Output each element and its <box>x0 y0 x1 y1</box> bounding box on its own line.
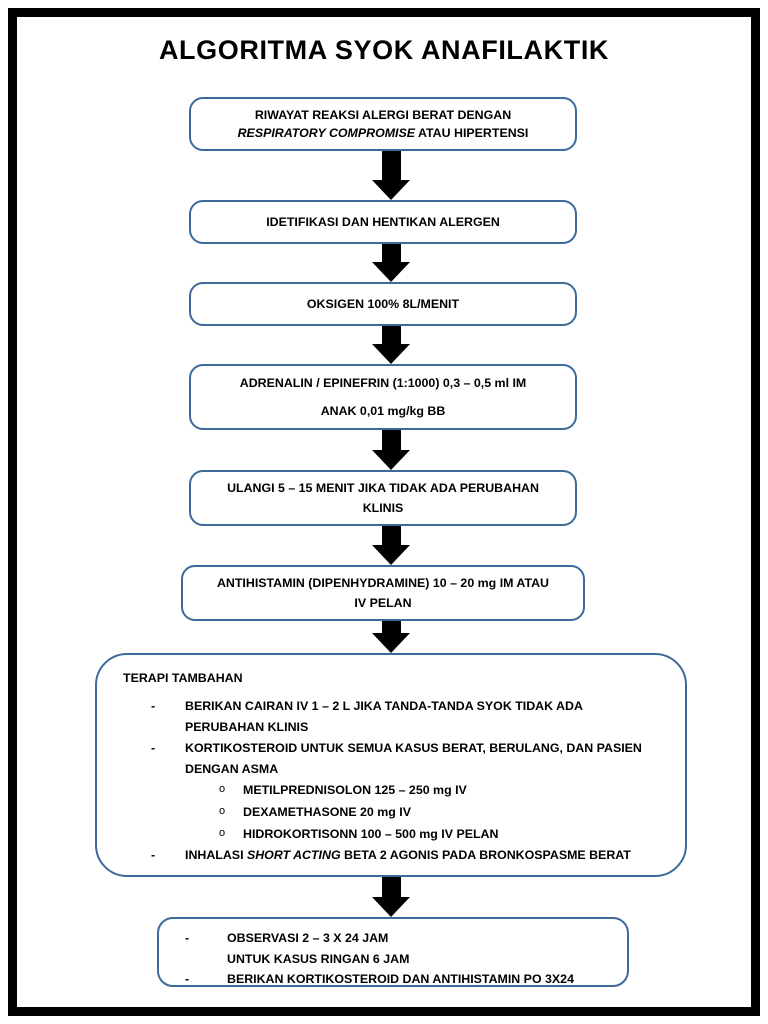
node-oksigen[interactable]: OKSIGEN 100% 8L/MENIT <box>189 282 577 326</box>
terapi-bullet-cairan-iv-line-2: PERUBAHAN KLINIS <box>185 720 309 734</box>
node-riwayat-line-2-rest: ATAU HIPERTENSI <box>415 126 529 140</box>
sub-bullet-marker: o <box>219 805 226 817</box>
arrow-oksigen-to-adrenalin <box>17 326 751 364</box>
node-oksigen-line-1: OKSIGEN 100% 8L/MENIT <box>306 296 460 311</box>
arrow-ulangi-to-antihistamin <box>17 526 751 565</box>
terapi-bullet-kortikosteroid-line-1: KORTIKOSTEROID UNTUK SEMUA KASUS BERAT, … <box>185 741 642 755</box>
terapi-bullet-inhalasi: - INHALASI SHORT ACTING BETA 2 AGONIS PA… <box>151 848 665 862</box>
bullet-marker: - <box>185 931 190 945</box>
node-adrenalin-line-1: ADRENALIN / EPINEFRIN (1:1000) 0,3 – 0,5… <box>239 375 527 390</box>
terapi-tambahan-heading: TERAPI TAMBAHAN <box>123 671 243 685</box>
terapi-bullet-inhalasi-suffix: BETA 2 AGONIS PADA BRONKOSPASME BERAT <box>340 848 631 862</box>
terapi-bullet-cairan-iv: - BERIKAN CAIRAN IV 1 – 2 L JIKA TANDA-T… <box>151 699 665 734</box>
arrow-head <box>372 344 410 364</box>
arrow-shaft <box>381 526 401 545</box>
node-riwayat-reaksi-alergi[interactable]: RIWAYAT REAKSI ALERGI BERAT DENGAN RESPI… <box>189 97 577 151</box>
terapi-bullet-kortikosteroid-line-2: DENGAN ASMA <box>185 762 279 776</box>
terapi-bullet-kortikosteroid-text: KORTIKOSTEROID UNTUK SEMUA KASUS BERAT, … <box>185 741 665 776</box>
arrow-head <box>372 633 410 653</box>
node-antihistamin-line-2: IV PELAN <box>354 596 412 610</box>
arrow-head <box>372 180 410 200</box>
node-ulangi-line-2: KLINIS <box>362 501 404 515</box>
arrow-head <box>372 545 410 565</box>
arrow-head <box>372 450 410 470</box>
arrow-shaft <box>381 430 401 450</box>
node-adrenalin-line-2: ANAK 0,01 mg/kg BB <box>320 404 446 418</box>
terapi-sub-bullet-hidrokortison-text: HIDROKORTISONN 100 – 500 mg IV PELAN <box>243 827 499 841</box>
arrow-head <box>372 262 410 282</box>
observasi-bullet-kortikosteroid: - BERIKAN KORTIKOSTEROID DAN ANTIHISTAMI… <box>185 972 613 986</box>
arrow-riwayat-to-identifikasi <box>17 151 751 200</box>
terapi-sub-bullet-hidrokortison: o HIDROKORTISONN 100 – 500 mg IV PELAN <box>219 827 665 841</box>
sub-bullet-marker: o <box>219 827 226 839</box>
arrow-antihistamin-to-terapi <box>17 621 751 653</box>
sub-bullet-marker: o <box>219 783 226 795</box>
node-identifikasi-line-1: IDETIFIKASI DAN HENTIKAN ALERGEN <box>266 214 500 229</box>
node-ulangi-line-1: ULANGI 5 – 15 MENIT JIKA TIDAK ADA PERUB… <box>227 480 539 495</box>
terapi-bullet-inhalasi-prefix: INHALASI <box>185 848 247 862</box>
arrow-head <box>372 897 410 917</box>
node-riwayat-line-1: RIWAYAT REAKSI ALERGI BERAT DENGAN <box>254 107 512 122</box>
terapi-bullet-cairan-iv-line-1: BERIKAN CAIRAN IV 1 – 2 L JIKA TANDA-TAN… <box>185 699 583 713</box>
arrow-adrenalin-to-ulangi <box>17 430 751 470</box>
terapi-bullet-inhalasi-text: INHALASI SHORT ACTING BETA 2 AGONIS PADA… <box>185 848 665 862</box>
node-ulangi-5-15-menit[interactable]: ULANGI 5 – 15 MENIT JIKA TIDAK ADA PERUB… <box>189 470 577 526</box>
bullet-marker: - <box>151 699 156 713</box>
observasi-bullet-observasi-text: OBSERVASI 2 – 3 X 24 JAM UNTUK KASUS RIN… <box>227 931 613 966</box>
bullet-marker: - <box>151 741 156 755</box>
terapi-sub-bullet-metilprednisolon: o METILPREDNISOLON 125 – 250 mg IV <box>219 783 665 797</box>
node-identifikasi-alergen[interactable]: IDETIFIKASI DAN HENTIKAN ALERGEN <box>189 200 577 244</box>
terapi-bullet-cairan-iv-text: BERIKAN CAIRAN IV 1 – 2 L JIKA TANDA-TAN… <box>185 699 665 734</box>
page-border-frame: ALGORITMA SYOK ANAFILAKTIK RIWAYAT REAKS… <box>8 8 760 1016</box>
node-antihistamin[interactable]: ANTIHISTAMIN (DIPENHYDRAMINE) 10 – 20 mg… <box>181 565 585 621</box>
node-terapi-tambahan[interactable]: TERAPI TAMBAHAN - BERIKAN CAIRAN IV 1 – … <box>95 653 687 877</box>
node-adrenalin-epinefrin[interactable]: ADRENALIN / EPINEFRIN (1:1000) 0,3 – 0,5… <box>189 364 577 430</box>
arrow-identifikasi-to-oksigen <box>17 244 751 282</box>
page-title: ALGORITMA SYOK ANAFILAKTIK <box>158 35 610 65</box>
terapi-bullet-kortikosteroid: - KORTIKOSTEROID UNTUK SEMUA KASUS BERAT… <box>151 741 665 776</box>
flowchart-canvas: ALGORITMA SYOK ANAFILAKTIK RIWAYAT REAKS… <box>17 17 751 1007</box>
bullet-marker: - <box>151 848 156 862</box>
node-riwayat-line-2: RESPIRATORY COMPROMISE ATAU HIPERTENSI <box>201 127 565 139</box>
arrow-shaft <box>381 877 401 897</box>
observasi-bullet-observasi-line-2: UNTUK KASUS RINGAN 6 JAM <box>227 952 410 966</box>
observasi-bullet-kortikosteroid-text: BERIKAN KORTIKOSTEROID DAN ANTIHISTAMIN … <box>227 972 574 986</box>
arrow-shaft <box>381 326 401 344</box>
terapi-sub-bullet-metilprednisolon-text: METILPREDNISOLON 125 – 250 mg IV <box>243 783 467 797</box>
node-riwayat-line-2-italic: RESPIRATORY COMPROMISE <box>237 126 416 140</box>
terapi-sub-bullet-list: o METILPREDNISOLON 125 – 250 mg IV o DEX… <box>123 783 665 841</box>
arrow-terapi-to-observasi <box>17 877 751 917</box>
arrow-shaft <box>381 244 401 262</box>
node-antihistamin-line-1: ANTIHISTAMIN (DIPENHYDRAMINE) 10 – 20 mg… <box>216 575 550 590</box>
bullet-marker: - <box>185 972 190 986</box>
terapi-bullet-inhalasi-italic: SHORT ACTING <box>246 848 341 862</box>
node-observasi[interactable]: - OBSERVASI 2 – 3 X 24 JAM UNTUK KASUS R… <box>157 917 629 987</box>
observasi-bullet-observasi: - OBSERVASI 2 – 3 X 24 JAM UNTUK KASUS R… <box>185 931 613 966</box>
terapi-sub-bullet-dexamethasone: o DEXAMETHASONE 20 mg IV <box>219 805 665 819</box>
terapi-sub-bullet-dexamethasone-text: DEXAMETHASONE 20 mg IV <box>243 805 411 819</box>
observasi-bullet-observasi-line-1: OBSERVASI 2 – 3 X 24 JAM <box>227 931 389 945</box>
arrow-shaft <box>381 151 401 180</box>
arrow-shaft <box>381 621 401 633</box>
